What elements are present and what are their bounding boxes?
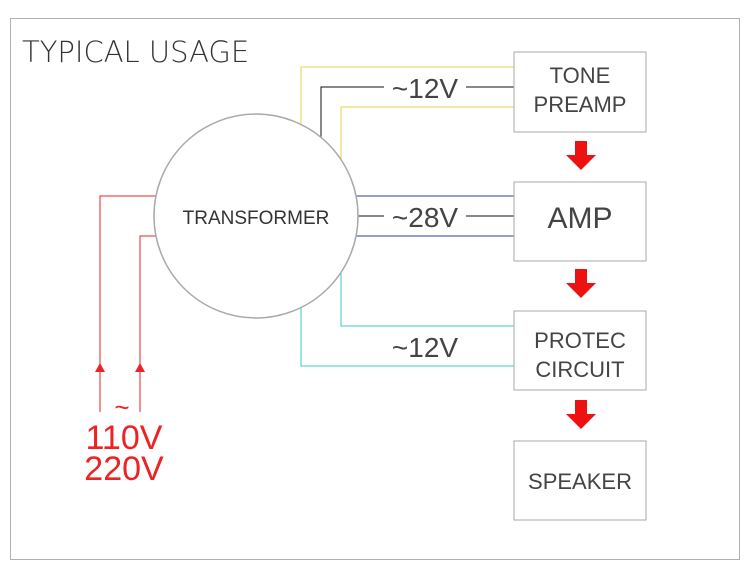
block-tone-line2: PREAMP <box>534 92 627 117</box>
input-tilde: ~ <box>114 392 129 422</box>
block-tone-preamp <box>513 51 647 133</box>
wire-protect-lower <box>300 305 514 367</box>
voltage-label-amp: ~28V <box>392 202 458 233</box>
wire-protect-upper <box>340 270 514 327</box>
flow-arrow-tone-to-amp <box>566 141 596 170</box>
diagram-title: TYPICAL USAGE <box>22 35 249 69</box>
wire-primary-inner <box>139 235 158 412</box>
wire-tone-lower <box>340 106 514 163</box>
primary-arrow-left <box>95 363 105 372</box>
block-amp <box>513 181 647 262</box>
block-protect-line2: CIRCUIT <box>535 357 624 382</box>
block-protect-line1: PROTEC <box>534 328 626 353</box>
wire-tone-upper <box>300 66 514 131</box>
voltage-label-tone: ~12V <box>392 73 458 104</box>
block-protect-circuit <box>513 310 647 391</box>
transformer-circle <box>153 113 359 319</box>
input-220v: 220V <box>84 450 164 488</box>
flow-arrow-amp-to-protect <box>566 269 596 298</box>
outer-frame <box>10 18 740 560</box>
wire-primary-outer <box>99 195 160 412</box>
block-speaker-label: SPEAKER <box>528 469 632 494</box>
primary-arrow-right <box>135 363 145 372</box>
voltage-label-protect: ~12V <box>392 332 458 363</box>
block-tone-line1: TONE <box>550 63 611 88</box>
wire-tone-ct <box>320 86 384 140</box>
block-amp-label: AMP <box>547 202 612 235</box>
input-110v: 110V <box>86 419 163 457</box>
block-speaker <box>513 440 647 521</box>
transformer-label: TRANSFORMER <box>183 208 330 229</box>
flow-arrow-protect-to-speaker <box>566 400 596 429</box>
